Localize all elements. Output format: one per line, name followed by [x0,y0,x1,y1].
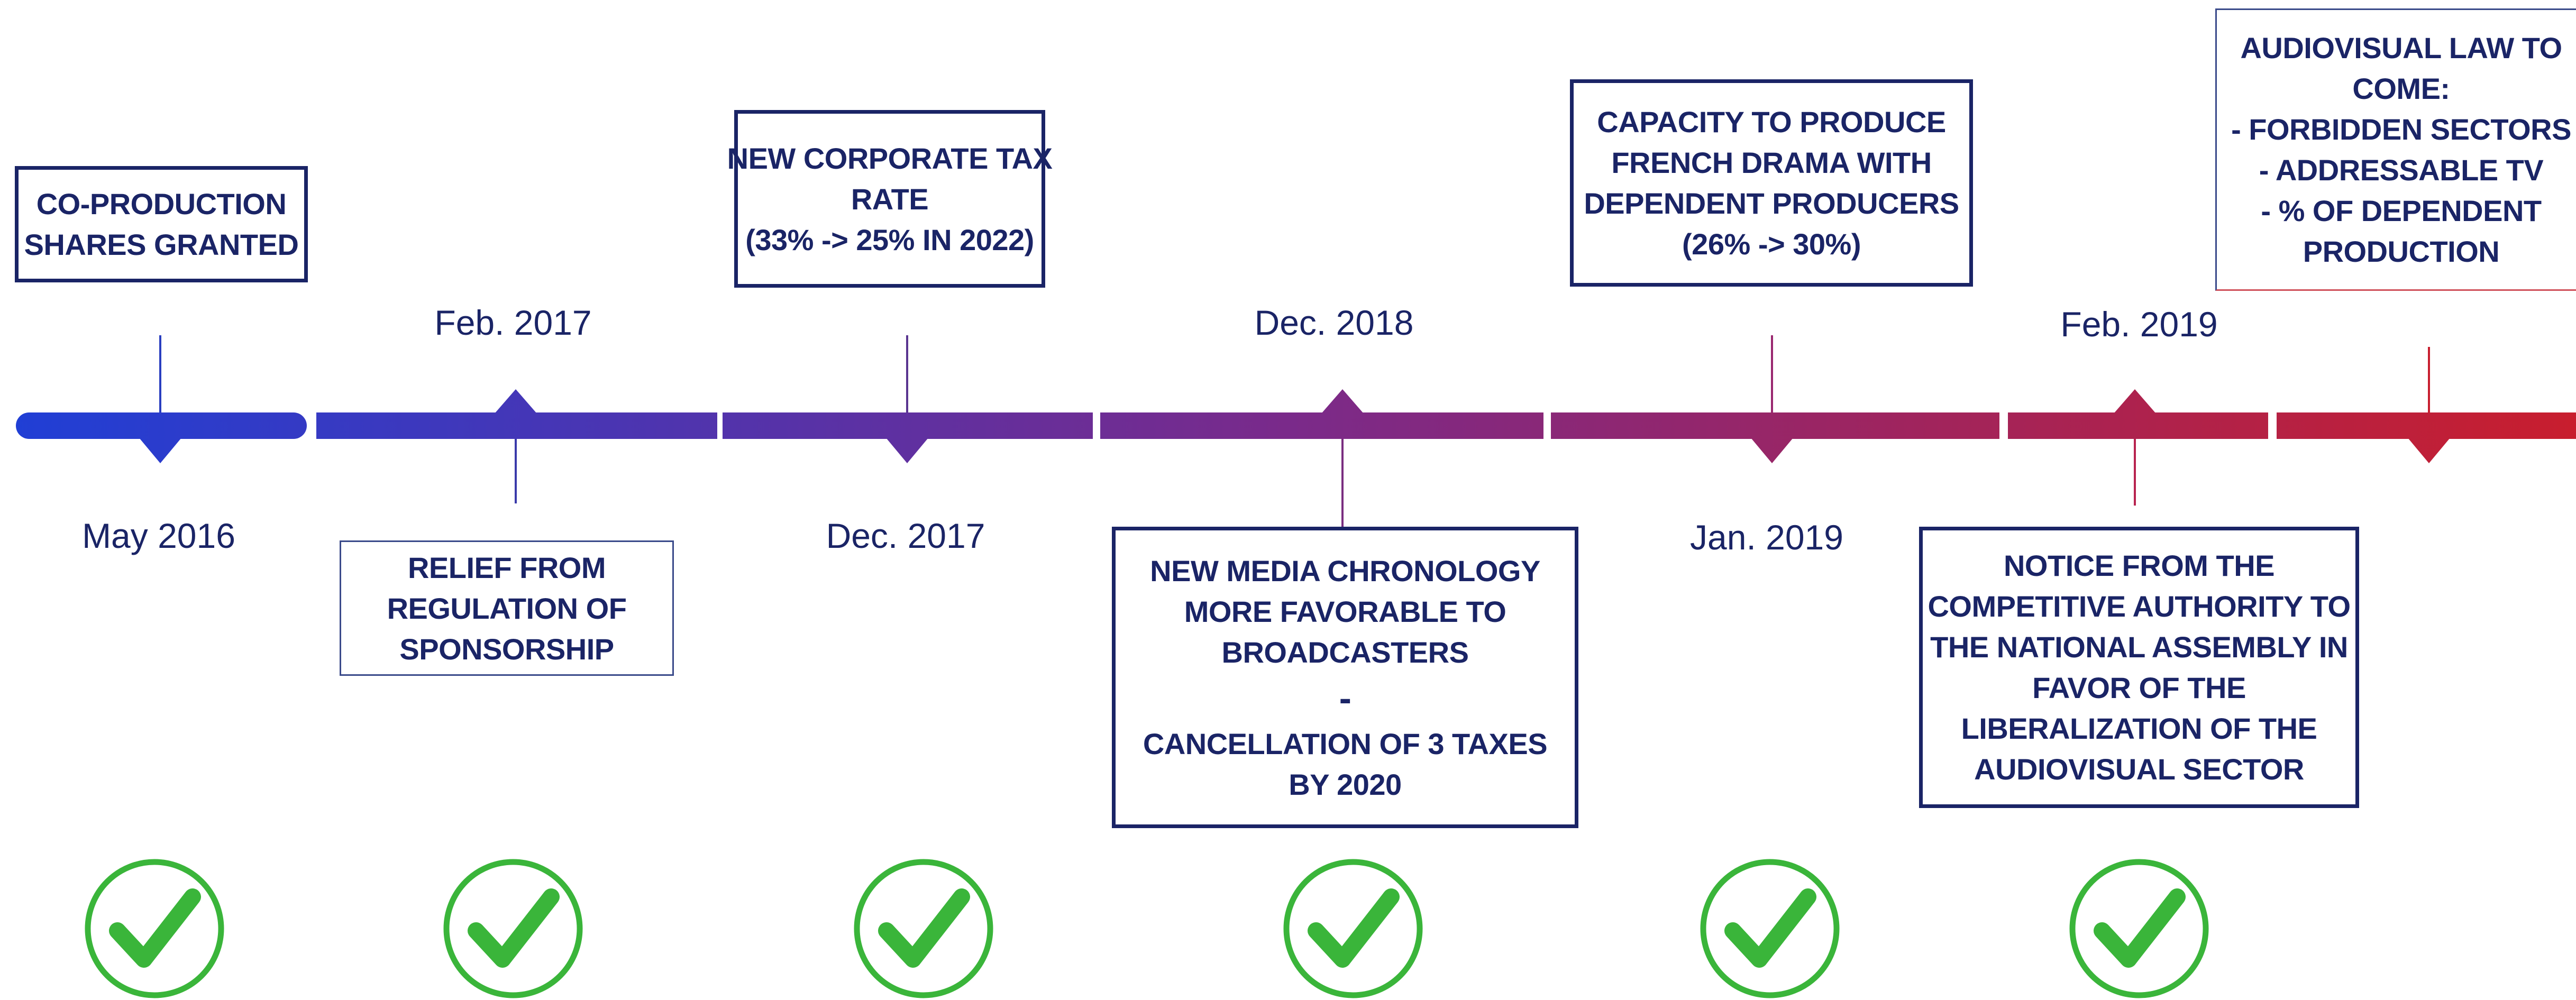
event-2-line-3: SPONSORSHIP [399,632,614,666]
event-3-line-3: (33% -> 25% IN 2022) [745,223,1034,256]
event-6-line-1: NOTICE FROM THE [2003,549,2275,582]
event-4-line-2: MORE FAVORABLE TO [1184,594,1506,628]
event-3-line-1: NEW CORPORATE TAX [727,141,1053,175]
event-box-1: CO-PRODUCTION SHARES GRANTED [15,166,308,282]
event-7-line-2: COME: [2352,72,2450,105]
event-box-7: AUDIOVISUAL LAW TO COME: - FORBIDDEN SEC… [2215,8,2576,291]
timeline-marker [1321,389,1364,414]
event-4-date: Dec. 2018 [1254,303,1414,342]
event-7-line-3: - FORBIDDEN SECTORS [2231,113,2571,146]
event-6-line-4: FAVOR OF THE [2032,671,2246,704]
event-4-line-4: - [1339,677,1351,719]
event-4-line-3: BROADCASTERS [1221,635,1469,669]
timeline-segment [2277,412,2576,439]
check-circle-icon [85,859,224,998]
check-circle-icon [1283,859,1423,998]
event-6-date: Feb. 2019 [2060,305,2218,344]
event-2-line-1: RELIEF FROM [407,551,606,584]
event-5-line-1: CAPACITY TO PRODUCE [1597,105,1946,139]
event-6-line-3: THE NATIONAL ASSEMBLY IN [1930,630,2348,664]
check-circle-icon [854,859,993,998]
event-5-line-3: DEPENDENT PRODUCERS [1584,187,1959,220]
event-box-4: NEW MEDIA CHRONOLOGY MORE FAVORABLE TO B… [1112,527,1578,828]
timeline-marker [886,438,928,463]
event-box-5: CAPACITY TO PRODUCE FRENCH DRAMA WITH DE… [1570,79,1973,287]
timeline-segment [2008,412,2268,439]
timeline-segment [16,412,307,439]
event-6-line-6: AUDIOVISUAL SECTOR [1974,753,2304,786]
event-3-line-2: RATE [851,182,929,216]
event-7-line-4: - ADDRESSABLE TV [2259,153,2544,187]
event-1-date: May 2016 [82,516,235,555]
event-4-line-6: BY 2020 [1289,767,1402,801]
timeline-segment [1551,412,1999,439]
timeline-segment [1100,412,1543,439]
timeline-marker [495,389,537,414]
event-2-line-2: REGULATION OF [387,591,627,625]
event-1-line-1: CO-PRODUCTION [36,187,287,221]
event-5-line-4: (26% -> 30%) [1682,227,1861,261]
event-4-line-5: CANCELLATION OF 3 TAXES [1143,727,1548,760]
event-5-date: Jan. 2019 [1690,518,1843,557]
check-circle-icon [2069,859,2209,998]
event-box-3: NEW CORPORATE TAX RATE (33% -> 25% IN 20… [727,110,1053,288]
timeline-marker [2408,438,2450,463]
check-circle-icon [443,859,583,998]
check-circle-icon [1700,859,1840,998]
event-7-line-1: AUDIOVISUAL LAW TO [2240,31,2562,65]
timeline-marker [2114,389,2156,414]
event-4-line-1: NEW MEDIA CHRONOLOGY [1150,554,1540,588]
event-2-date: Feb. 2017 [434,303,592,342]
event-box-6: NOTICE FROM THE COMPETITIVE AUTHORITY TO… [1919,527,2359,808]
timeline-segment [723,412,1093,439]
event-5-line-2: FRENCH DRAMA WITH [1611,146,1932,179]
event-7-line-5: - % OF DEPENDENT [2261,194,2542,227]
timeline-marker [139,438,181,463]
event-1-line-2: SHARES GRANTED [24,228,299,261]
event-6-line-2: COMPETITIVE AUTHORITY TO [1928,590,2351,623]
event-6-line-5: LIBERALIZATION OF THE [1961,712,2317,745]
timeline-segment [316,412,717,439]
timeline-marker [1751,438,1793,463]
event-7-line-6: PRODUCTION [2303,235,2500,268]
event-3-date: Dec. 2017 [826,516,985,555]
event-box-2: RELIEF FROM REGULATION OF SPONSORSHIP [340,540,674,676]
